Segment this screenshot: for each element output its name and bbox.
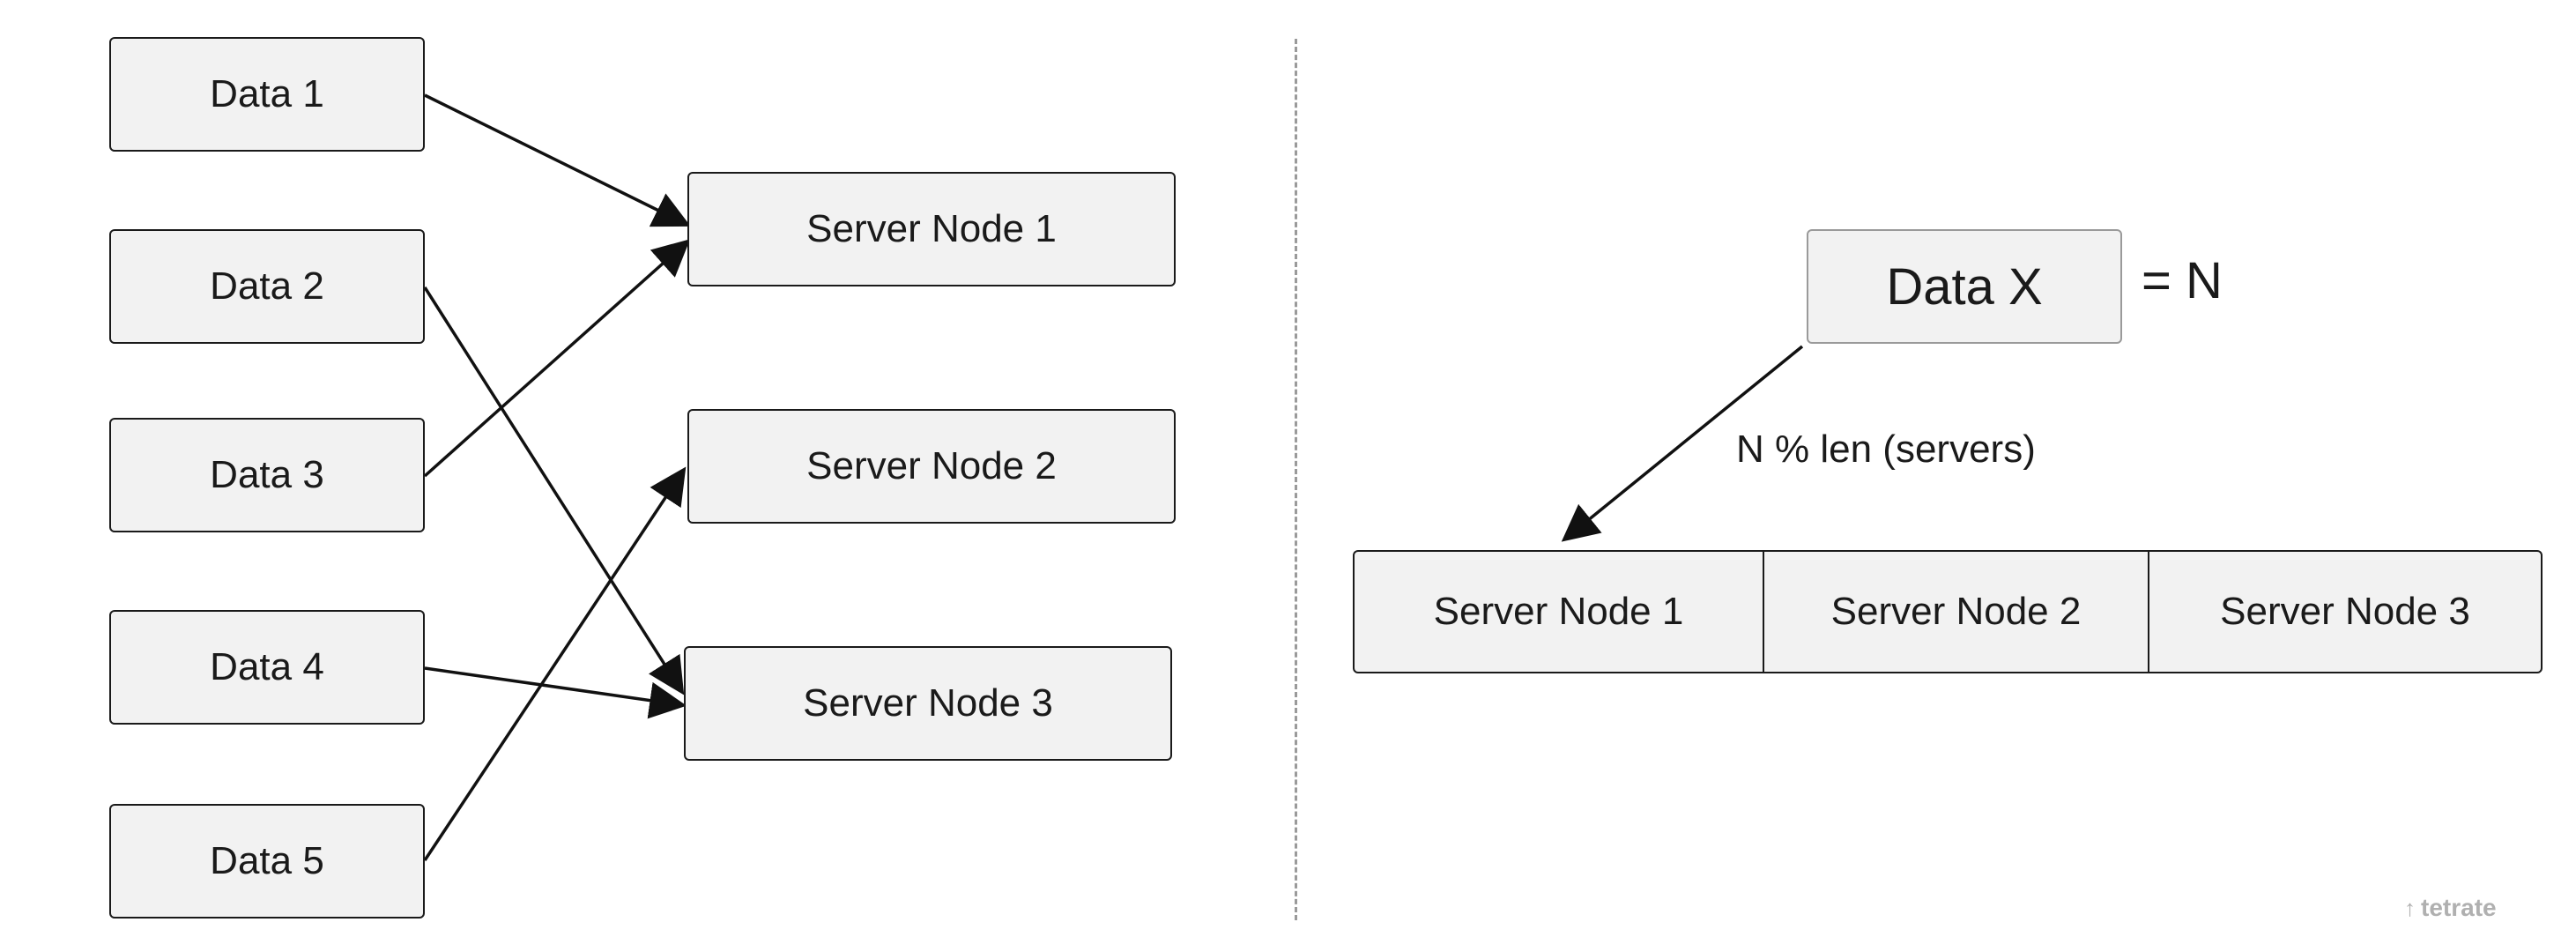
- section-divider: [1295, 39, 1297, 920]
- data-box-5: Data 5: [109, 804, 425, 919]
- data-x-box: Data X: [1807, 229, 2122, 344]
- server-node-array: Server Node 1 Server Node 2 Server Node …: [1353, 550, 2543, 673]
- logo-text: tetrate: [2421, 894, 2497, 921]
- server-node-label: Server Node 2: [806, 444, 1057, 487]
- modulo-formula-label: N % len (servers): [1736, 428, 2036, 471]
- data-box-1: Data 1: [109, 37, 425, 152]
- arrow-data1-to-server1: [424, 93, 691, 227]
- arrow-data5-to-server2: [423, 466, 687, 861]
- server-node-cell-2: Server Node 2: [1764, 552, 2149, 672]
- up-arrow-icon: ↑: [2404, 894, 2416, 921]
- data-box-label: Data 2: [210, 264, 324, 308]
- server-node-label: Server Node 3: [803, 681, 1053, 725]
- server-node-box-2: Server Node 2: [687, 409, 1176, 524]
- arrow-datax-to-server-node-1: [1561, 345, 1804, 542]
- server-node-box-1: Server Node 1: [687, 172, 1176, 286]
- server-node-box-3: Server Node 3: [684, 646, 1172, 761]
- arrow-data4-to-server3: [424, 666, 687, 719]
- equals-n-label: = N: [2142, 252, 2223, 309]
- arrow-data2-to-server3: [423, 286, 685, 695]
- data-box-label: Data 3: [210, 453, 324, 496]
- data-x-label: Data X: [1886, 257, 2043, 316]
- data-box-label: Data 5: [210, 839, 324, 882]
- arrow-data3-to-server1: [423, 239, 691, 478]
- data-box-label: Data 1: [210, 72, 324, 115]
- data-box-3: Data 3: [109, 418, 425, 532]
- server-node-cell-1: Server Node 1: [1355, 552, 1764, 672]
- data-box-label: Data 4: [210, 645, 324, 688]
- server-node-cell-3: Server Node 3: [2220, 590, 2470, 633]
- server-node-label: Server Node 1: [806, 207, 1057, 250]
- data-box-4: Data 4: [109, 610, 425, 725]
- tetrate-logo: ↑ tetrate: [2404, 894, 2497, 922]
- data-box-2: Data 2: [109, 229, 425, 344]
